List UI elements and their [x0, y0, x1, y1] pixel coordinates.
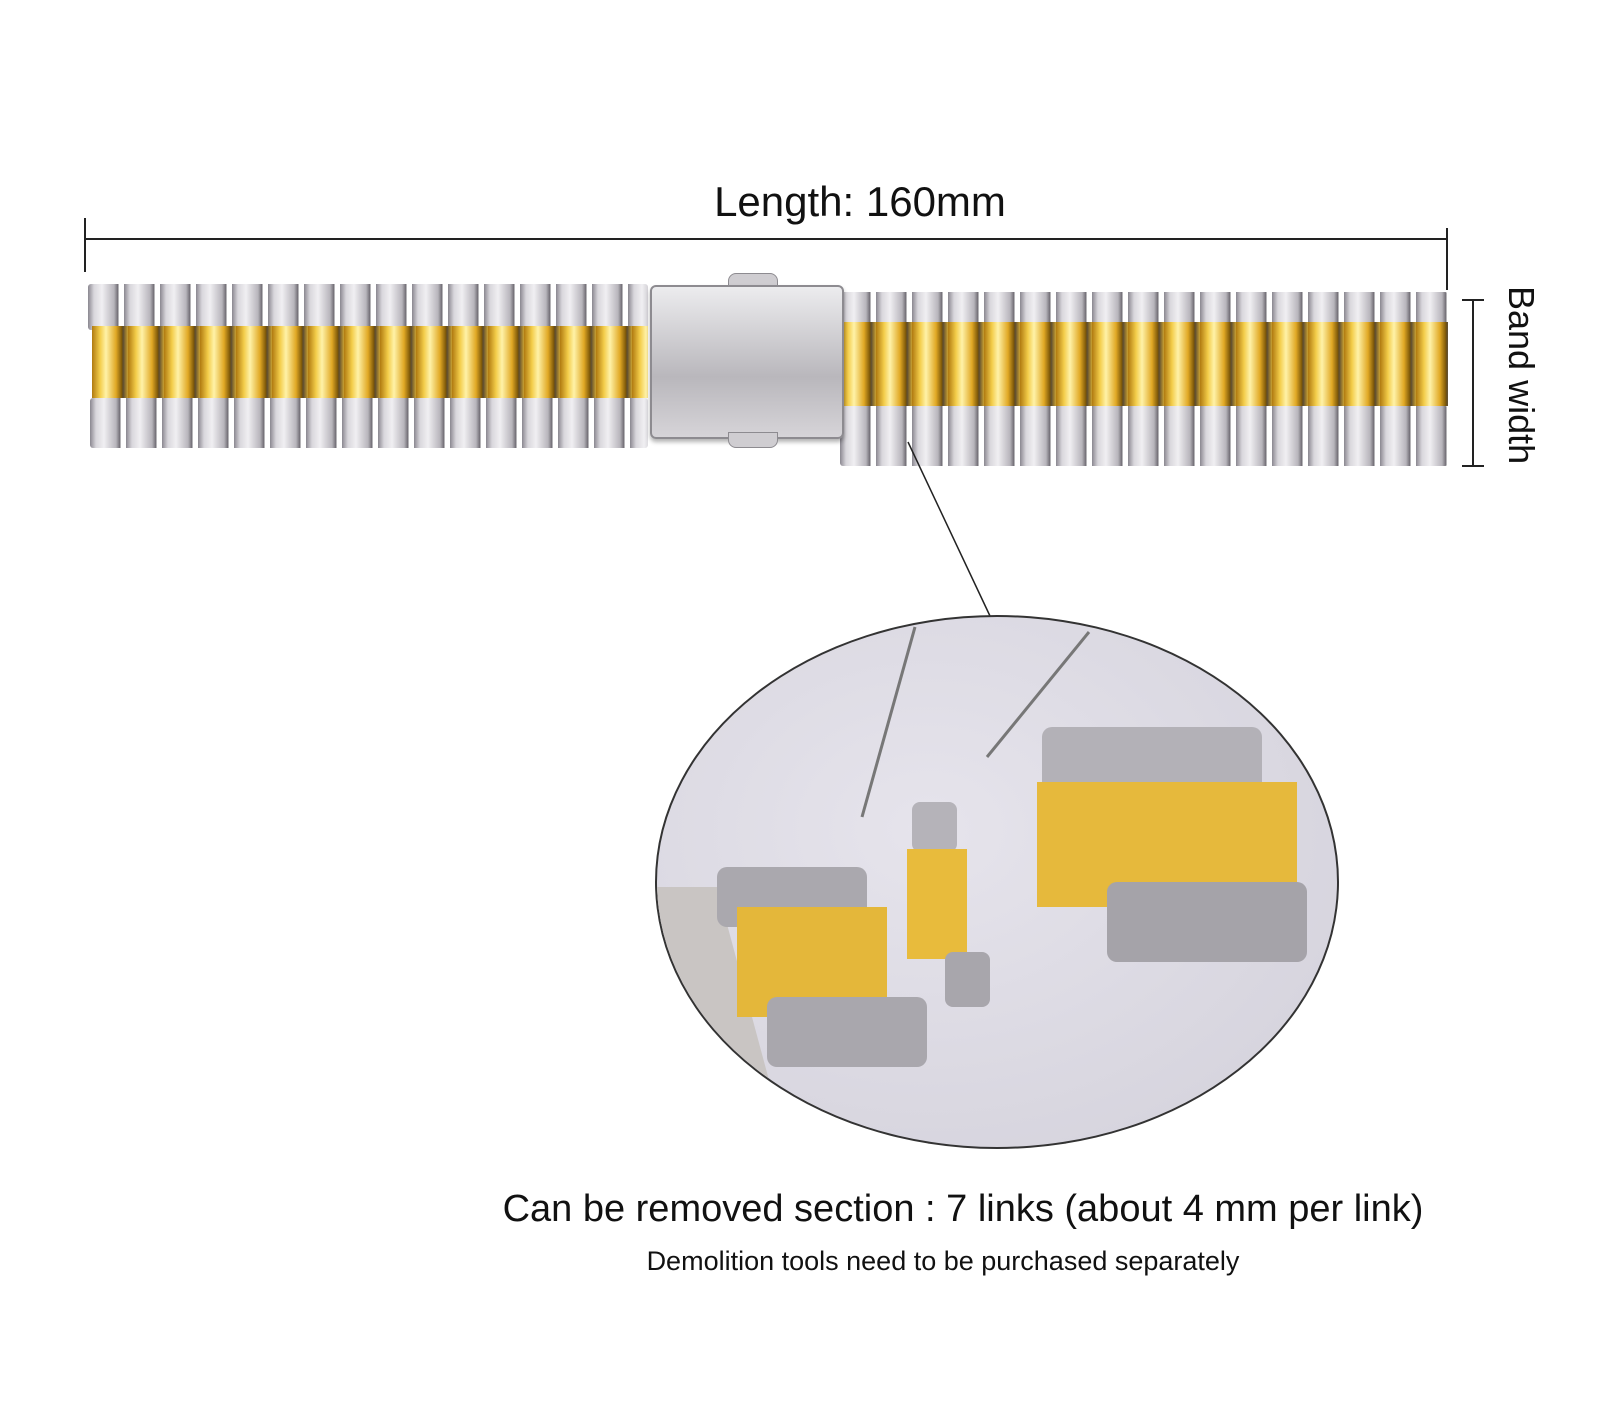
- band-width-dimension-line: [1472, 300, 1474, 466]
- bracelet-outer-links-top-left: [88, 284, 648, 330]
- pin-tool-right-icon: [985, 631, 1091, 758]
- bracelet-section-right: [1037, 727, 1307, 962]
- length-dimension-line: [86, 238, 1448, 240]
- bracelet-center-links-right: [840, 322, 1448, 406]
- length-tick-right: [1446, 228, 1448, 290]
- detail-illustration: [657, 626, 1307, 1147]
- bracelet-center-links-left: [92, 326, 648, 398]
- band-width-tick-bottom: [1462, 465, 1484, 467]
- bracelet-outer-links-top-right: [840, 292, 1448, 326]
- removed-single-link: [907, 802, 990, 1007]
- length-tick-left: [84, 218, 86, 272]
- tools-note: Demolition tools need to be purchased se…: [646, 1246, 1240, 1276]
- link-removal-detail-image: [655, 615, 1339, 1149]
- band-width-label: Band width: [1501, 286, 1542, 465]
- length-label: Length: 160mm: [714, 178, 1006, 225]
- bracelet-section-left: [717, 867, 927, 1067]
- bracelet-outer-links-bottom-right: [840, 406, 1448, 466]
- removable-section-note: Can be removed section : 7 links (about …: [502, 1188, 1424, 1230]
- clasp-tab-bottom: [728, 432, 778, 448]
- pin-tool-left-icon: [860, 626, 917, 818]
- bracelet-outer-links-bottom-left: [90, 398, 648, 448]
